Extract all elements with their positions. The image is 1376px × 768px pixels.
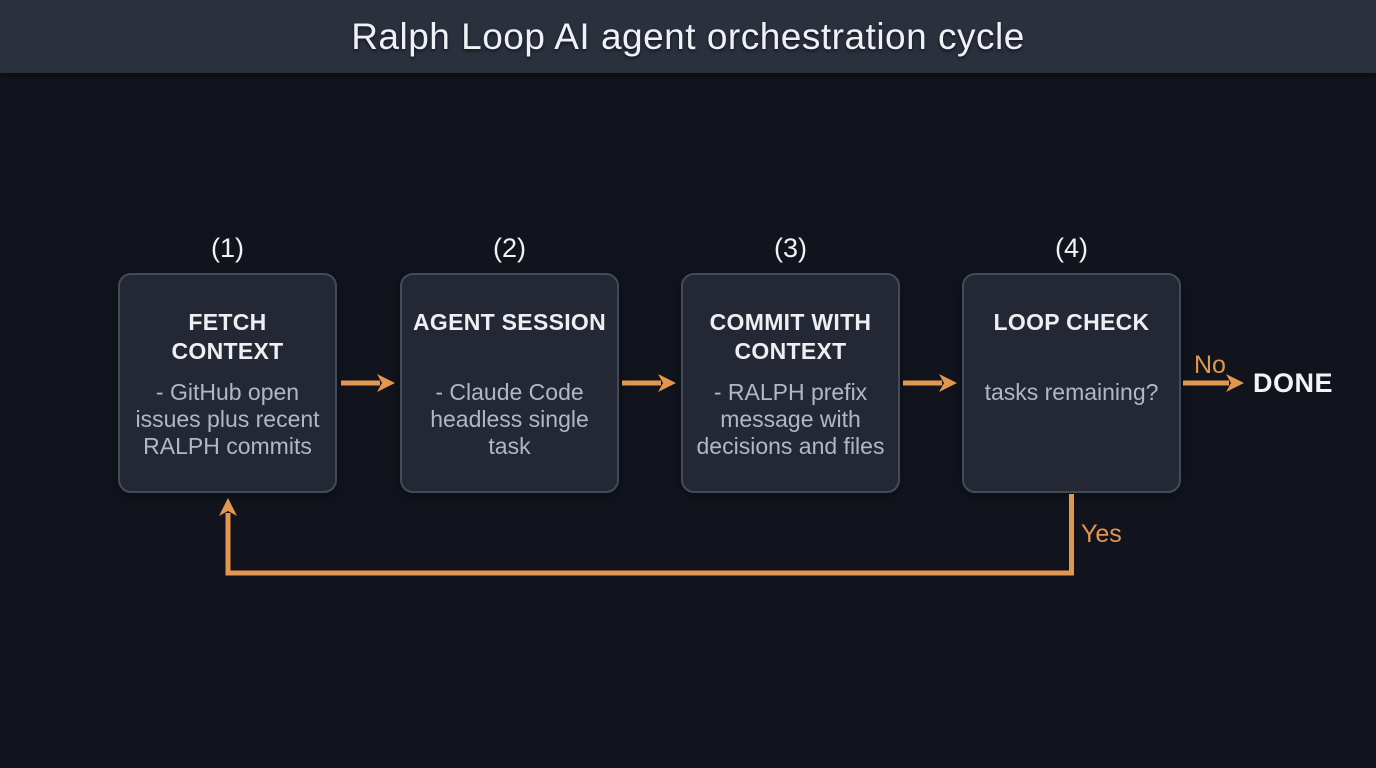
step-number-3: (3) bbox=[774, 233, 807, 263]
node-body: - Claude Code headless single task bbox=[430, 379, 589, 459]
node-title: FETCH CONTEXT bbox=[171, 309, 284, 364]
node-agent-session: AGENT SESSION - Claude Code headless sin… bbox=[400, 273, 619, 493]
node-body: - GitHub open issues plus recent RALPH c… bbox=[135, 379, 320, 459]
arrow-yes-loop-back bbox=[219, 494, 1074, 576]
edge-label-yes: Yes bbox=[1081, 520, 1122, 548]
node-fetch-context: FETCH CONTEXT - GitHub open issues plus … bbox=[118, 273, 337, 493]
step-number-1: (1) bbox=[211, 233, 244, 263]
step-number-4: (4) bbox=[1055, 233, 1088, 263]
node-title: LOOP CHECK bbox=[993, 309, 1150, 335]
done-terminal: DONE bbox=[1253, 368, 1334, 398]
node-body: tasks remaining? bbox=[984, 379, 1159, 405]
title-bar: Ralph Loop AI agent orchestration cycle bbox=[0, 0, 1376, 73]
node-body: - RALPH prefix message with decisions an… bbox=[696, 379, 885, 459]
page-title: Ralph Loop AI agent orchestration cycle bbox=[351, 15, 1025, 57]
node-title: AGENT SESSION bbox=[412, 309, 607, 335]
edge-label-no: No bbox=[1194, 351, 1226, 379]
step-number-2: (2) bbox=[493, 233, 526, 263]
node-commit-with-context: COMMIT WITH CONTEXT - RALPH prefix messa… bbox=[681, 273, 900, 493]
node-title: COMMIT WITH CONTEXT bbox=[709, 309, 872, 364]
node-loop-check: LOOP CHECK tasks remaining? bbox=[962, 273, 1181, 493]
